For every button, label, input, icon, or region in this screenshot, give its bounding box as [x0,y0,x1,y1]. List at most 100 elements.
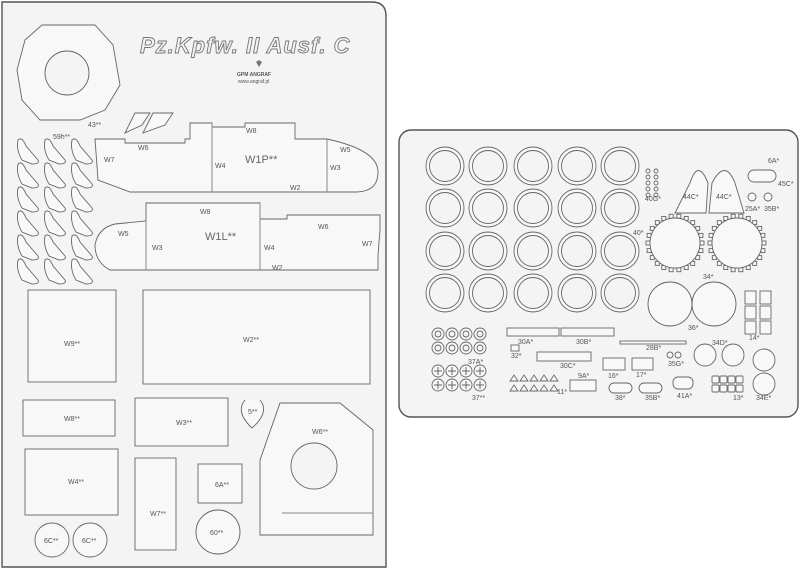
label-9a: 9A* [578,373,590,380]
fin [17,258,39,285]
fin [71,234,93,261]
part-35g-b [674,351,682,359]
part-40g-dots [645,168,659,198]
part-14-plate [744,305,757,320]
label-40: 40* [633,230,644,237]
part-14-plate [759,305,772,320]
sprocket-tooth [752,260,758,266]
fin [71,210,93,237]
label-w1p: W1P** [245,154,278,166]
label-17: 17* [636,372,647,379]
road-wheel-inner [561,192,593,224]
sprocket-tooth [654,220,660,226]
part-11-tooth [549,374,559,382]
label-16: 16* [608,373,619,380]
part-44c-2 [708,170,745,214]
label-30c: 30C* [560,363,576,370]
part-40-road-wheels [425,146,640,313]
label-w1l-w7: W7 [362,241,373,248]
part-43-hole [44,50,90,96]
part-30c [536,351,592,362]
road-wheel-inner [429,150,461,182]
part-13-cell [719,384,728,393]
road-wheel-inner [604,192,636,224]
part-37a-hole [476,330,484,338]
small-dot [645,192,651,198]
label-w3: W3** [176,420,192,427]
label-w1p-w2: W2 [290,185,301,192]
part-w6-hole [290,442,338,490]
part-30b [560,327,615,337]
label-25a: 25A* [745,206,760,213]
part-13-cell [727,384,736,393]
part-11-tooth [529,374,539,382]
part-36-wheel-1 [647,281,693,327]
small-brackets [124,112,174,134]
part-35g-a [666,351,674,359]
part-17 [631,357,654,371]
sprocket-tooth [752,220,758,226]
part-w1l-hull-side [94,202,381,271]
sprocket-tooth [690,220,696,226]
fin [71,162,93,189]
part-37-cross [476,367,484,375]
road-wheel-inner [517,235,549,267]
part-w2 [142,289,371,385]
road-wheel-inner [561,150,593,182]
part-59h-fins [17,138,93,285]
part-w1p-hull-side [94,122,379,193]
part-32 [510,344,520,352]
sprocket [649,217,701,269]
part-11 [509,374,559,392]
part-34d-1 [693,343,717,367]
part-37a-hole [448,330,456,338]
part-34-sprockets [645,213,767,273]
small-dot [653,186,659,192]
label-13: 13* [733,395,744,402]
label-60: 60** [210,530,224,537]
sprocket-tooth [761,240,767,246]
label-11: 11* [557,389,567,396]
label-44c-2: 44C* [716,194,732,201]
label-w1l: W1L** [205,231,237,243]
part-9a [569,379,597,392]
label-35b-2: 35B* [645,395,660,402]
label-w8: W8** [64,416,80,423]
label-44c-1: 44C* [683,194,699,201]
label-30a: 30A* [518,339,533,346]
label-w1p-w7: W7 [104,157,115,164]
part-37-cross [476,381,484,389]
label-35g: 35G* [668,361,684,368]
part-13-cell [711,375,720,384]
road-wheel-inner [472,277,504,309]
part-11-tooth [539,384,549,392]
fin [44,186,66,213]
part-37a-hole [462,344,470,352]
part-34e-2 [752,372,776,396]
part-w8 [22,399,116,437]
part-13 [711,375,744,393]
label-35b: 35B* [764,206,779,213]
road-wheel-inner [472,192,504,224]
part-6c-1 [34,522,70,558]
part-37-cross [448,381,456,389]
fin [44,138,66,165]
part-37a-hole [434,330,442,338]
sprocket-tooth [645,240,651,246]
fin [71,186,93,213]
label-6a: 6A** [215,482,229,489]
small-dot [645,186,651,192]
road-wheel-inner [561,235,593,267]
label-w1l-w4: W4 [264,245,275,252]
part-44c-1 [674,170,709,214]
small-dot [653,174,659,180]
fin [17,210,39,237]
sprocket-tooth [690,260,696,266]
part-28b [619,340,687,345]
part-36-wheel-2 [691,281,737,327]
road-wheel-inner [429,277,461,309]
label-34: 34* [703,274,714,281]
road-wheel-inner [429,235,461,267]
part-13-cell [719,375,728,384]
